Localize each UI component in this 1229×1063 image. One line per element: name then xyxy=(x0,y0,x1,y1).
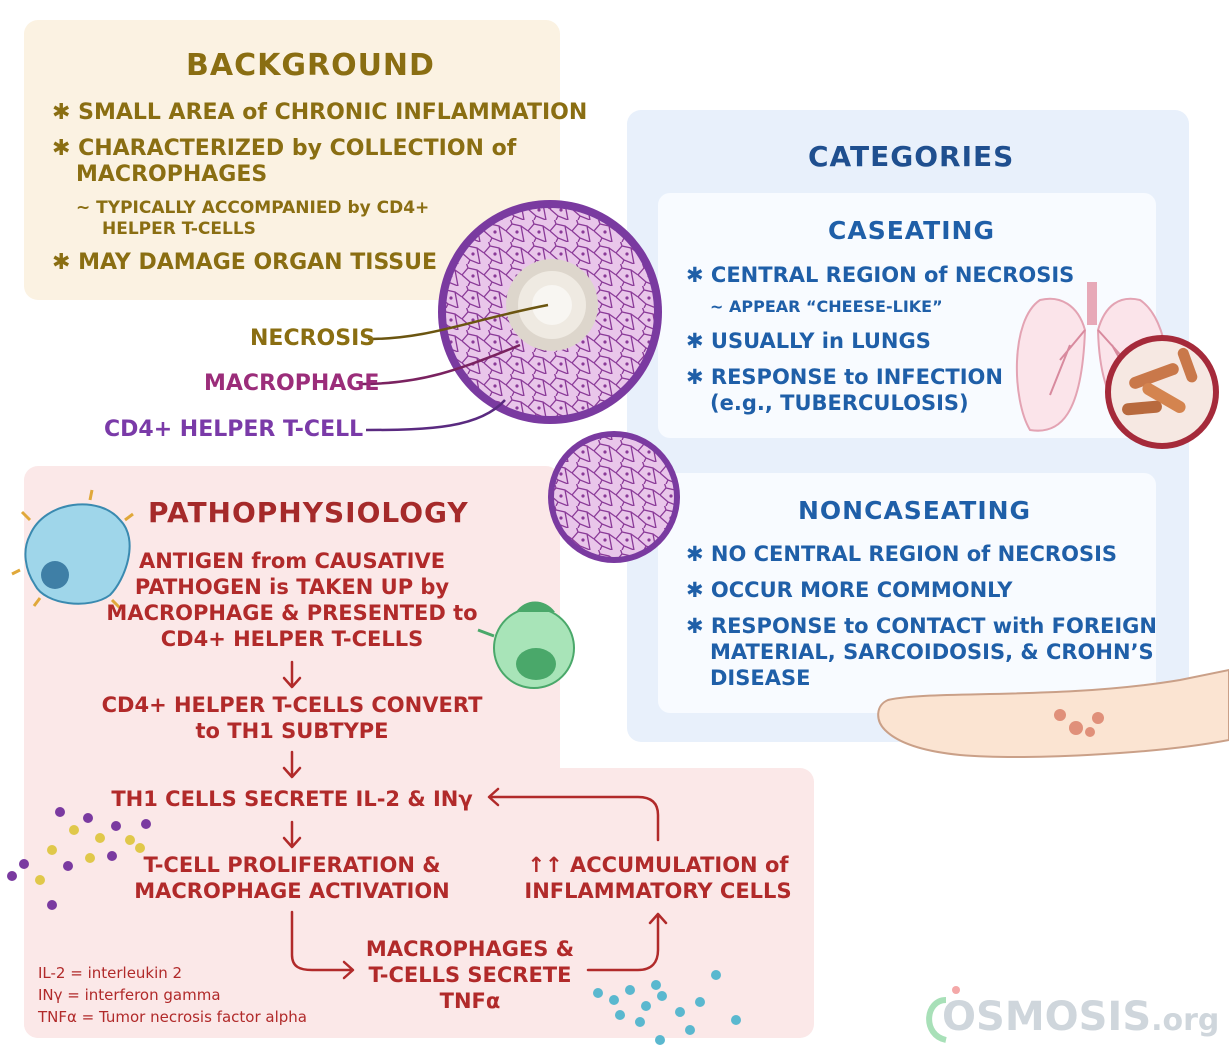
categories-title: CATEGORIES xyxy=(808,140,1015,173)
caseating-item: (e.g., TUBERCULOSIS) xyxy=(710,391,969,415)
noncaseating-panel xyxy=(658,473,1156,713)
pathophysiology-title: PATHOPHYSIOLOGY xyxy=(148,496,469,529)
noncaseating-item: ✱ OCCUR MORE COMMONLY xyxy=(686,578,1013,602)
noncaseating-title: NONCASEATING xyxy=(798,496,1032,525)
caseating-granuloma-illustration xyxy=(438,200,662,424)
patho-step-antigen-presentation: ANTIGEN from CAUSATIVE PATHOGEN is TAKEN… xyxy=(106,549,478,651)
cytokine-dots-left xyxy=(7,807,151,910)
patho-step-cytokine-secretion: TH1 CELLS SECRETE IL-2 & INγ xyxy=(111,787,473,811)
t-cell-illustration xyxy=(477,601,575,689)
caseating-item: ✱ RESPONSE to INFECTION xyxy=(686,365,1003,389)
background-item: MACROPHAGES xyxy=(76,162,268,187)
arm-rash-illustration xyxy=(877,668,1229,758)
noncaseating-item: ✱ NO CENTRAL REGION of NECROSIS xyxy=(686,542,1118,566)
caseating-item: ✱ USUALLY in LUNGS xyxy=(686,329,931,353)
macrophage-label: MACROPHAGE xyxy=(204,371,380,396)
caseating-title: CASEATING xyxy=(828,216,995,245)
macrophage-cell-illustration xyxy=(11,489,134,610)
pathophysiology-panel-extension xyxy=(24,768,814,1038)
abbreviation-legend: IL-2 = interleukin 2 INγ = interferon ga… xyxy=(38,964,307,1026)
background-subitem: HELPER T-CELLS xyxy=(102,219,256,239)
patho-step-proliferation: T-CELL PROLIFERATION & MACROPHAGE ACTIVA… xyxy=(134,853,450,903)
tnf-dots xyxy=(593,970,741,1045)
patho-step-tnf-secretion: MACROPHAGES & T-CELLS SECRETE TNFα xyxy=(365,937,575,1013)
noncaseating-item: DISEASE xyxy=(710,666,811,690)
background-subitem: ~ TYPICALLY ACCOMPANIED by CD4+ xyxy=(76,198,430,218)
background-title: BACKGROUND xyxy=(186,48,435,83)
noncaseating-granuloma-illustration xyxy=(548,431,680,563)
caseating-item: ✱ CENTRAL REGION of NECROSIS xyxy=(686,263,1075,287)
background-item: ✱ MAY DAMAGE ORGAN TISSUE xyxy=(52,250,438,275)
patho-step-th1-conversion: CD4+ HELPER T-CELLS CONVERT to TH1 SUBTY… xyxy=(101,693,483,743)
patho-step-accumulation: ↑↑ ACCUMULATION of INFLAMMATORY CELLS xyxy=(524,853,792,903)
necrosis-label: NECROSIS xyxy=(250,326,376,351)
noncaseating-item: ✱ RESPONSE to CONTACT with FOREIGN xyxy=(686,614,1157,638)
caseating-subitem: ~ APPEAR “CHEESE-LIKE” xyxy=(710,297,943,316)
osmosis-logo-mark xyxy=(926,986,960,1043)
flow-arrows xyxy=(282,660,668,980)
bacteria-magnifier-illustration xyxy=(1105,335,1219,449)
cd4-helper-t-cell-label: CD4+ HELPER T-CELL xyxy=(104,417,364,442)
background-item: ✱ CHARACTERIZED by COLLECTION of xyxy=(52,136,517,161)
noncaseating-item: MATERIAL, SARCOIDOSIS, & CROHN’S xyxy=(710,640,1154,664)
osmosis-logo: OSMOSIS.org xyxy=(942,994,1220,1040)
background-item: ✱ SMALL AREA of CHRONIC INFLAMMATION xyxy=(52,100,588,125)
